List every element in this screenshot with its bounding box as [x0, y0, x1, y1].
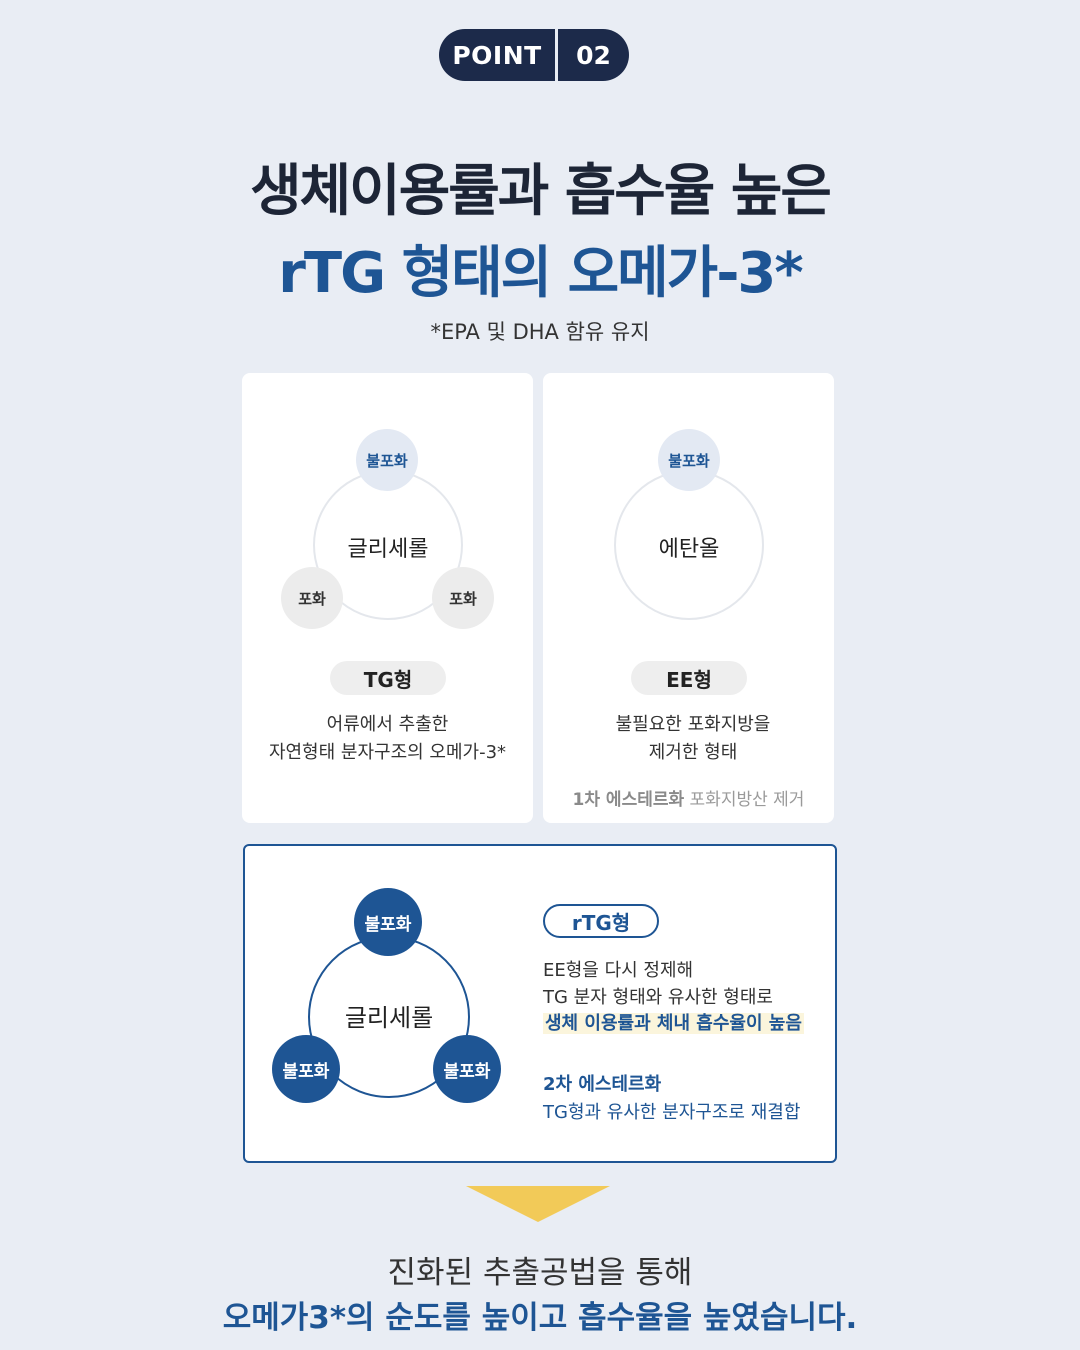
rtg-step-desc: TG형과 유사한 분자구조로 재결합 — [543, 1102, 801, 1123]
outro-line2: 오메가3*의 순도를 높이고 흡수율을 높였습니다. — [222, 1300, 858, 1336]
rtg-line2: TG 분자 형태와 유사한 형태로 — [543, 987, 773, 1008]
ee-type-pill: EE형 — [631, 661, 747, 695]
outro-line1: 진화된 추출공법을 통해 — [387, 1255, 693, 1291]
rtg-center-label: 글리세롤 — [344, 1004, 434, 1032]
tg-center-label: 글리세롤 — [347, 537, 429, 562]
badge-divider — [555, 29, 558, 81]
point-badge: POINT 02 — [439, 29, 629, 81]
ee-footnote: 1차 에스테르화 포화지방산 제거 — [543, 785, 834, 810]
tg-left-node: 포화 — [281, 567, 343, 629]
headline-line2: rTG 형태의 오메가-3* — [278, 241, 803, 306]
rtg-left-node: 불포화 — [272, 1035, 340, 1103]
ee-card: 불포화 에탄올 EE형 불필요한 포화지방을 제거한 형태 1차 에스테르화 포… — [543, 373, 834, 823]
ee-foot-text: 포화지방산 제거 — [684, 790, 805, 810]
rtg-card: 불포화 글리세롤 불포화 불포화 rTG형 EE형을 다시 정제해 TG 분자 … — [243, 844, 837, 1163]
subnote: *EPA 및 DHA 함유 유지 — [430, 320, 650, 344]
ee-center-label: 에탄올 — [658, 537, 720, 562]
down-arrow-icon — [466, 1186, 610, 1222]
rtg-line1: EE형을 다시 정제해 — [543, 960, 694, 981]
tg-desc-line1: 어류에서 추출한 — [326, 714, 449, 735]
tg-right-node: 포화 — [432, 567, 494, 629]
headline-line1: 생체이용률과 흡수율 높은 — [250, 159, 832, 224]
rtg-step-title: 2차 에스테르화 — [543, 1074, 662, 1095]
tg-top-node: 불포화 — [356, 429, 418, 491]
tg-type-pill: TG형 — [330, 661, 446, 695]
badge-number: 02 — [576, 40, 611, 70]
rtg-type-pill: rTG형 — [543, 904, 659, 938]
ee-top-node: 불포화 — [658, 429, 720, 491]
tg-description: 어류에서 추출한 자연형태 분자구조의 오메가-3* — [242, 711, 533, 767]
ee-desc-line1: 불필요한 포화지방을 — [615, 714, 771, 735]
rtg-top-node: 불포화 — [354, 888, 422, 956]
rtg-right-node: 불포화 — [433, 1035, 501, 1103]
rtg-highlight: 생체 이용률과 체내 흡수율이 높음 — [543, 1013, 804, 1034]
ee-foot-bold: 1차 에스테르화 — [572, 790, 685, 810]
badge-label: POINT — [452, 40, 542, 70]
ee-desc-line2: 제거한 형태 — [648, 742, 738, 763]
tg-card: 불포화 글리세롤 포화 포화 TG형 어류에서 추출한 자연형태 분자구조의 오… — [242, 373, 533, 823]
ee-description: 불필요한 포화지방을 제거한 형태 — [543, 711, 843, 767]
tg-desc-line2: 자연형태 분자구조의 오메가-3* — [268, 742, 507, 763]
